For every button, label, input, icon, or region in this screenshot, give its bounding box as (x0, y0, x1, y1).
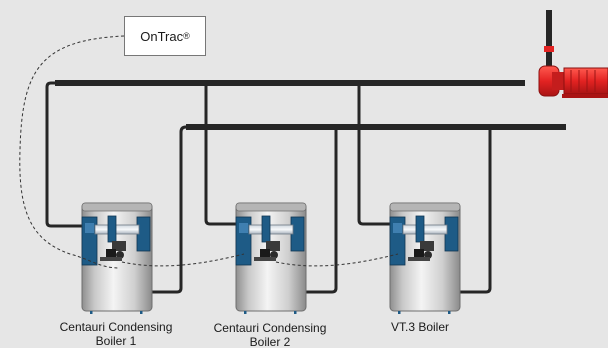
boiler-1-caption-line1: Centauri Condensing (59, 320, 173, 334)
boiler-3-icon (389, 202, 461, 315)
return-drop-1 (150, 125, 187, 294)
boiler-3-return-pipe (459, 127, 492, 294)
boiler-1-supply-pipe (45, 81, 82, 228)
ontrac-control-wire (19, 35, 125, 269)
boiler-1-caption: Centauri Condensing Boiler 1 (48, 320, 184, 348)
pump-icon (538, 46, 608, 98)
control-wire-boiler-2-3 (275, 253, 399, 267)
ontrac-controller-box: OnTrac® (124, 16, 206, 56)
boiler-2-supply-pipe (204, 83, 236, 226)
boiler-1-caption-line2: Boiler 1 (95, 334, 137, 348)
boiler-1-icon (81, 202, 153, 315)
boiler-3-caption-line1: VT.3 Boiler (390, 320, 450, 334)
boiler-3-caption: VT.3 Boiler (375, 320, 465, 334)
control-wire-boiler-1-2 (121, 253, 245, 267)
boiler-2-caption: Centauri Condensing Boiler 2 (200, 321, 340, 348)
ontrac-label: OnTrac (140, 28, 184, 44)
boiler-2-caption-line2: Boiler 2 (249, 335, 291, 348)
boiler-3-supply-pipe (357, 83, 390, 226)
boiler-2-caption-line1: Centauri Condensing (213, 321, 327, 335)
boiler-2-icon (235, 202, 307, 315)
boiler-2-return-pipe (305, 127, 338, 294)
